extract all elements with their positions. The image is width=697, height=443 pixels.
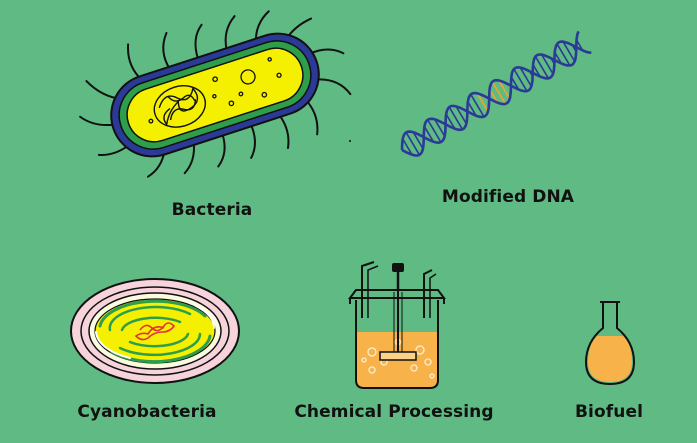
dna-rung-modified	[491, 81, 507, 105]
bacteria-nucleoid	[153, 85, 206, 128]
dna-strand-a	[401, 40, 592, 157]
flask-outline	[584, 301, 636, 386]
label-cyanobacteria: Cyanobacteria	[77, 402, 217, 422]
cyanobacteria-dish	[70, 278, 240, 384]
culture-rings	[95, 299, 216, 364]
dna-rung	[412, 131, 424, 150]
dna-rung	[423, 126, 435, 143]
dna-rung	[519, 67, 533, 87]
dna-rung	[540, 54, 554, 75]
label-chemical-processing: Chemical Processing	[294, 402, 494, 422]
inlet-pipe-left	[361, 261, 375, 318]
reactor-bubbles	[361, 338, 435, 379]
dna-rung	[513, 68, 528, 92]
stirrer-blade	[379, 351, 417, 361]
speck	[349, 140, 351, 142]
dna-rung	[427, 119, 442, 143]
dna-rung	[445, 113, 456, 130]
bacteria-illustration	[79, 10, 352, 178]
flask-liquid	[588, 336, 632, 382]
dna-rung	[510, 76, 520, 90]
dna-strand-b	[400, 30, 580, 151]
reactor-vessel	[355, 300, 439, 389]
chemical-reactor	[348, 261, 446, 389]
reactor-lid	[348, 289, 446, 299]
dna-rung	[470, 94, 485, 118]
dna-rung	[556, 43, 571, 66]
label-modified-dna: Modified DNA	[441, 187, 575, 207]
dna-rung	[562, 41, 576, 62]
bacteria-granules	[148, 57, 282, 124]
dna-rung-modified	[476, 93, 489, 112]
label-bacteria: Bacteria	[171, 200, 253, 220]
dna-rung	[455, 105, 468, 125]
stirrer-motor	[392, 263, 404, 272]
dna-rung-modified	[498, 80, 511, 100]
biofuel-flask	[584, 301, 636, 386]
dna-rung	[434, 118, 446, 137]
dna-rung	[405, 132, 421, 156]
label-biofuel: Biofuel	[574, 402, 644, 422]
dna-helix-illustration	[400, 30, 592, 157]
dna-rung	[467, 101, 477, 117]
culture-strand	[134, 322, 176, 341]
dna-rung	[402, 138, 413, 156]
dna-rung-modified	[488, 89, 499, 103]
dna-rung	[448, 106, 464, 130]
inlet-pipe-right	[423, 269, 433, 318]
dna-rung	[534, 56, 550, 79]
